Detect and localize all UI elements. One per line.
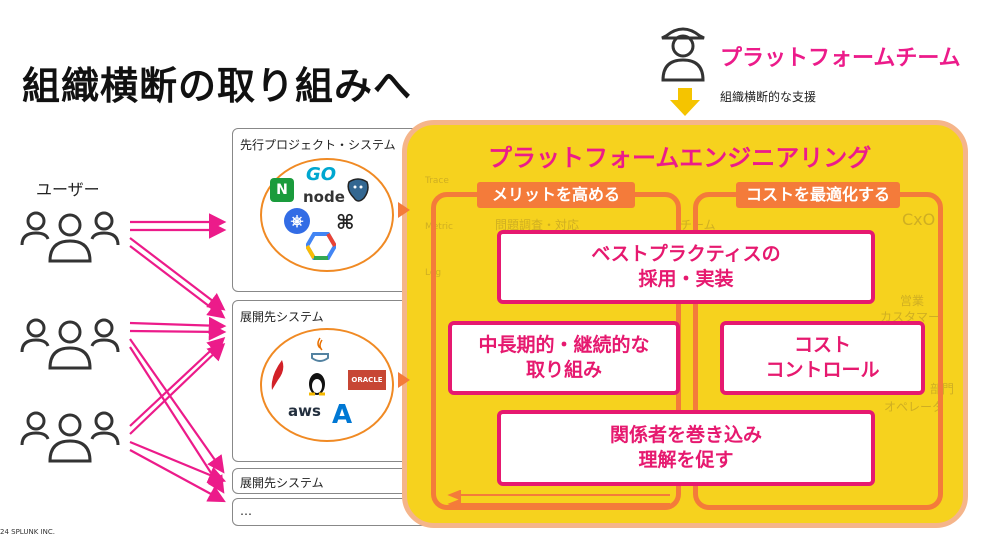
ghost-trace: Trace: [425, 176, 449, 186]
ghost-customer: カスタマー: [880, 310, 941, 324]
postgres-logo: [344, 176, 372, 204]
ghost-research: 問題調査・対応: [495, 218, 580, 232]
gcp-logo: [304, 232, 338, 260]
users-label: ユーザー: [36, 180, 100, 199]
system-title: 展開先システム: [240, 310, 324, 324]
kafka-logo: ⌘: [336, 210, 355, 234]
down-arrow-icon: [670, 88, 700, 116]
azure-logo: A: [332, 400, 353, 430]
long-term-pill: 中長期的・継続的な 取り組み: [448, 321, 680, 395]
cost-control-pill: コスト コントロール: [720, 321, 925, 395]
tech-ellipse: [260, 158, 394, 272]
ghost-metric: Metric: [425, 222, 453, 232]
system-title: …: [240, 504, 252, 518]
pill-line: 中長期的・継続的な: [478, 334, 650, 357]
page-title: 組織横断の取り組みへ: [22, 64, 413, 108]
support-label: 組織横断的な支援: [720, 90, 817, 104]
user-group-icon: [20, 205, 120, 265]
ghost-sales: 営業: [900, 294, 925, 308]
pill-line: 取り組み: [525, 359, 602, 381]
system-title: 先行プロジェクト・システム: [240, 138, 396, 152]
aws-logo: aws: [288, 402, 321, 420]
merit-tag: メリットを高める: [477, 182, 635, 208]
ghost-cxo: CxO: [902, 210, 936, 229]
team-person-icon: [658, 20, 708, 82]
user-group-icon: [20, 312, 120, 372]
go-logo: GO: [306, 164, 337, 185]
cost-tag: コストを最適化する: [736, 182, 900, 208]
system-title: 展開先システム: [240, 476, 324, 490]
pill-line: ベストプラクティスの: [591, 243, 781, 266]
java-logo: [310, 336, 330, 366]
best-practices-pill: ベストプラクティスの 採用・実装: [497, 230, 875, 304]
nginx-logo: N: [270, 178, 294, 202]
stakeholder-pill: 関係者を巻き込み 理解を促す: [497, 410, 875, 486]
pill-line: コントロール: [765, 359, 880, 381]
platform-title: プラットフォームエンジニアリング: [488, 144, 872, 172]
ghost-operator: オペレータ: [884, 400, 945, 414]
team-label: プラットフォームチーム: [720, 46, 961, 71]
feather-logo: [270, 360, 286, 390]
system-box-more: [232, 498, 429, 526]
node-logo: node: [303, 188, 345, 206]
pill-line: 採用・実装: [638, 268, 734, 290]
kubernetes-logo: ⎈: [284, 208, 310, 234]
pill-line: 関係者を巻き込み: [609, 424, 762, 447]
system-connectors: [398, 202, 410, 388]
pill-line: コスト: [793, 334, 851, 357]
system-box-target-2: [232, 468, 429, 494]
return-arrows: [447, 490, 670, 510]
linux-logo: [306, 368, 328, 396]
copyright: 24 SPLUNK INC.: [0, 528, 55, 536]
user-group-icon: [20, 405, 120, 465]
user-flow-arrows: [129, 213, 227, 503]
pill-line: 理解を促す: [638, 449, 734, 471]
oracle-logo: ORACLE: [348, 370, 386, 390]
